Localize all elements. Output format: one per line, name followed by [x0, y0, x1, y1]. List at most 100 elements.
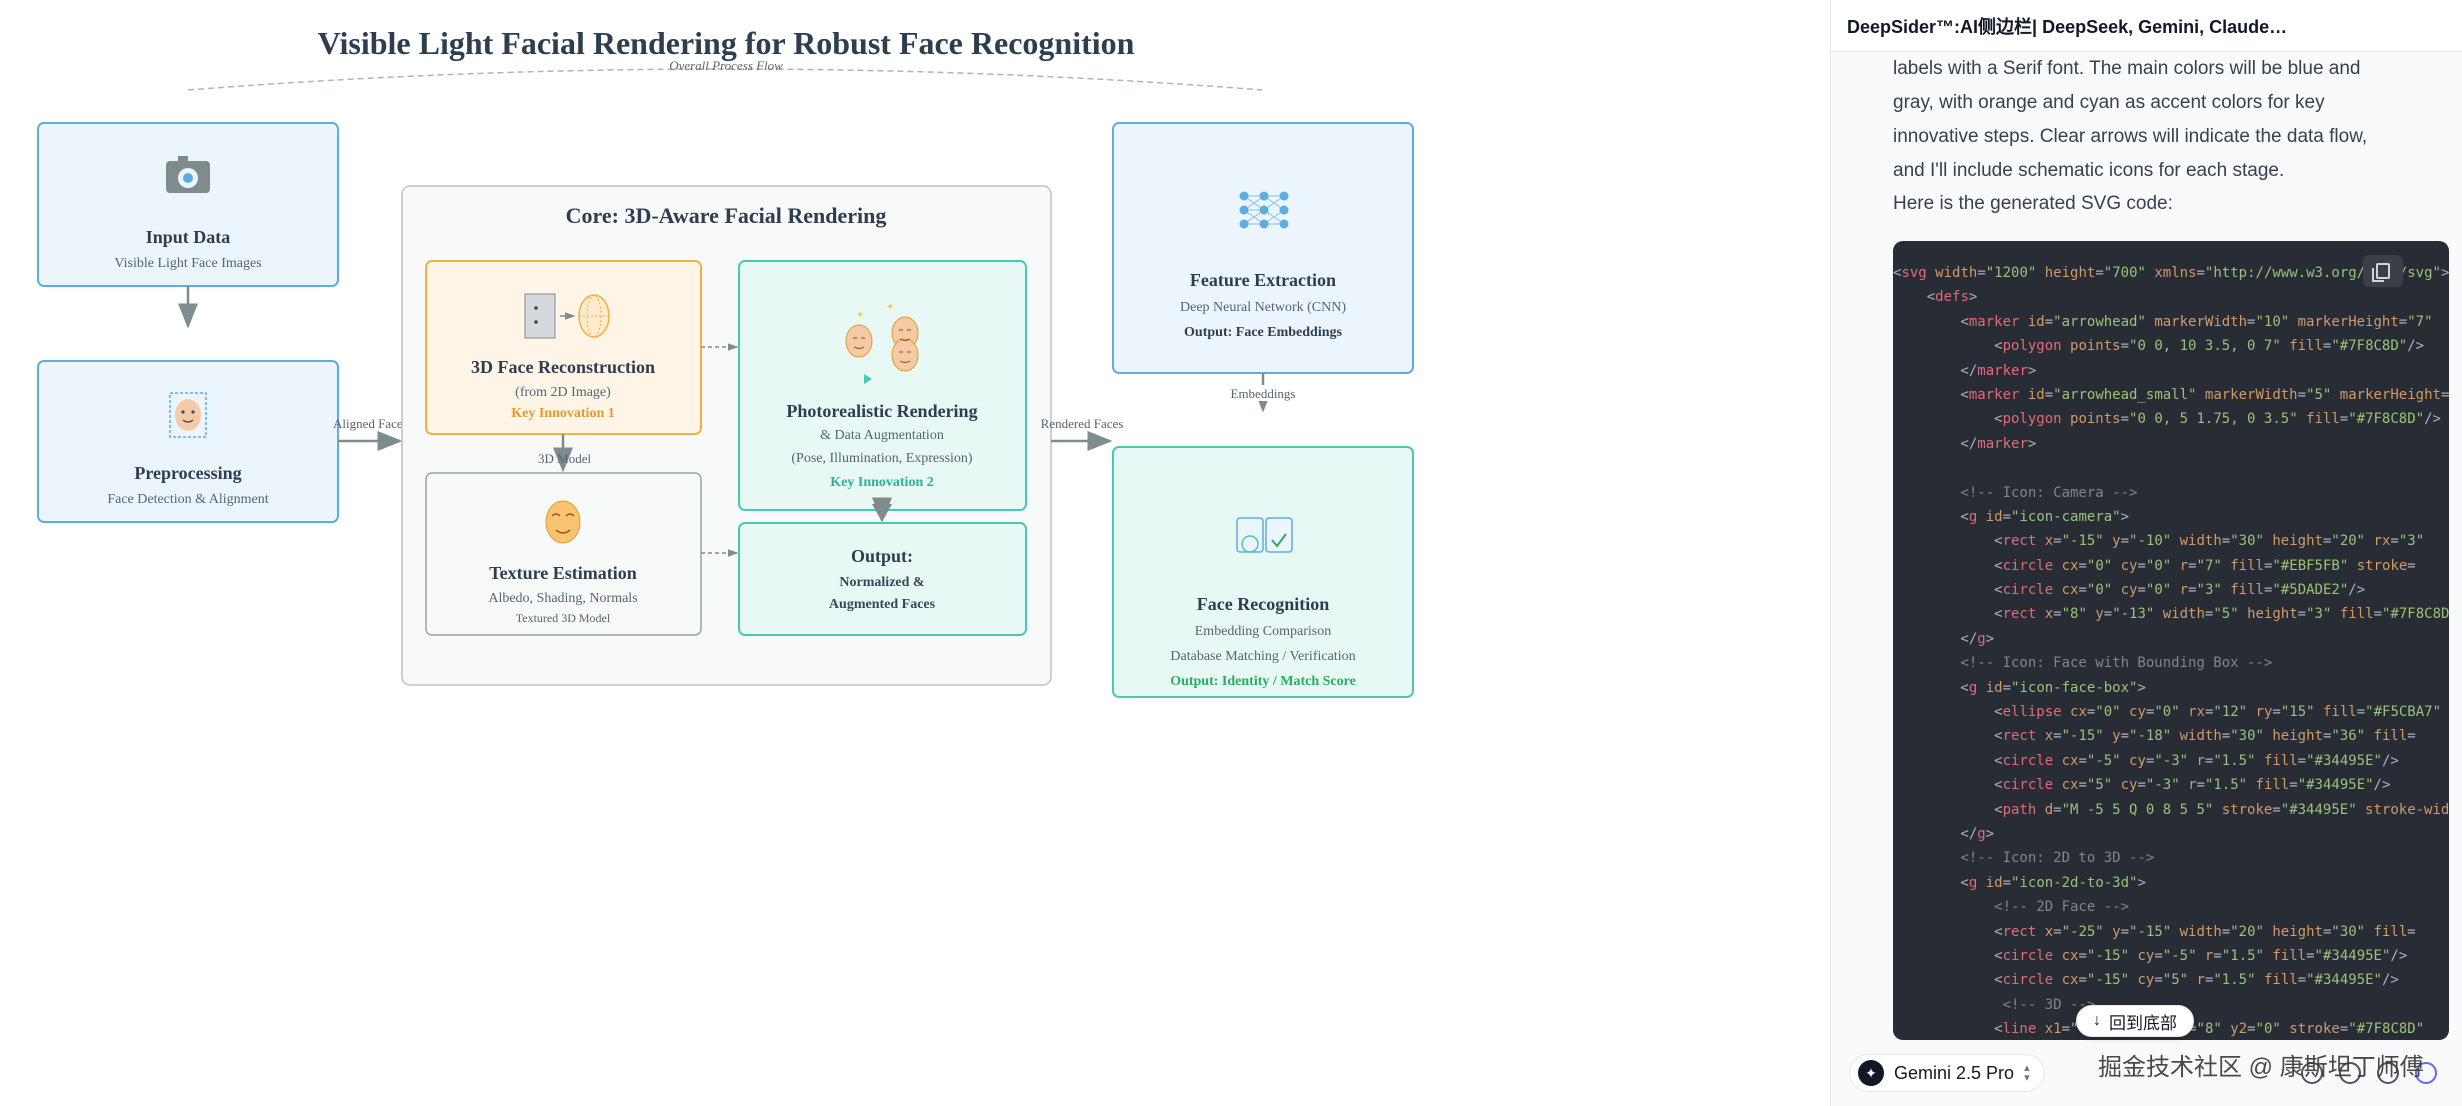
code-token: fill: [2365, 728, 2408, 745]
code-token: "-15": [2086, 947, 2130, 964]
code-token: />: [2373, 777, 2391, 794]
code-token: g: [1968, 874, 1978, 891]
code-line: <circle cx="-5" cy="-3" r="1.5" fill="#3…: [1893, 749, 2449, 773]
code-token: circle: [2002, 972, 2054, 989]
code-token: =: [2086, 704, 2096, 721]
code-token: cx: [2053, 777, 2079, 794]
history-icon[interactable]: [2377, 1062, 2399, 1084]
code-token: "7": [2196, 557, 2222, 574]
edit-icon[interactable]: [2339, 1062, 2361, 1084]
code-token: fill: [2221, 557, 2264, 574]
input-data-box: Input Data Visible Light Face Images: [37, 122, 339, 287]
code-token: "1.5": [2213, 752, 2256, 769]
code-token: ry: [2247, 704, 2273, 721]
code-token: svg: [1901, 265, 1927, 281]
code-token: marker: [1968, 313, 2020, 330]
code-token: fill: [2247, 777, 2290, 794]
code-token: =: [2297, 386, 2307, 403]
output-line1: Normalized &: [839, 575, 924, 590]
code-token: id: [1977, 508, 2003, 525]
code-token: "0": [2154, 704, 2180, 721]
code-token: =: [2272, 704, 2281, 721]
code-token: =: [2145, 752, 2155, 769]
code-token: r: [2188, 972, 2205, 989]
code-token: "icon-2d-to-3d": [2011, 874, 2138, 891]
code-token: />: [2407, 338, 2425, 355]
code-token: markerWidth: [2145, 313, 2248, 330]
code-token: />: [2390, 947, 2408, 964]
code-token: y: [2103, 533, 2121, 550]
code-token: <: [1893, 923, 2003, 940]
code-token: <!-- 3D -->: [1893, 996, 2096, 1013]
label-aligned-faces: Aligned Faces: [333, 416, 408, 431]
code-token: "#7F8C8D": [2348, 411, 2425, 428]
camera-icon: [166, 156, 210, 193]
code-token: line: [2002, 1021, 2037, 1038]
code-token: "5": [2086, 777, 2113, 794]
code-token: y2: [2221, 1021, 2248, 1038]
chat-scroll-area[interactable]: labels with a Serif font. The main color…: [1831, 52, 2462, 1040]
code-token: =: [2221, 923, 2231, 940]
code-token: circle: [2002, 557, 2054, 574]
label-bg-embeddings: [1225, 385, 1301, 401]
copy-code-button[interactable]: [2363, 255, 2403, 287]
scroll-to-bottom-button[interactable]: ↓ 回到底部: [2076, 1005, 2194, 1037]
code-token: id: [2019, 313, 2045, 330]
code-token: =: [2356, 704, 2366, 721]
code-token: "0": [2095, 704, 2121, 721]
code-token: "20": [2331, 533, 2366, 550]
face-match-icon: [1236, 517, 1293, 553]
code-token: "#34495E": [2280, 801, 2357, 818]
texture-desc: Albedo, Shading, Normals: [488, 591, 637, 606]
code-token: =: [2120, 728, 2130, 745]
code-token: <: [1893, 1021, 2003, 1038]
message-line: gray, with orange and cyan as accent col…: [1893, 92, 2325, 113]
code-line: [1893, 456, 2449, 480]
code-token: circle: [2002, 752, 2054, 769]
message-line: and I'll include schematic icons for eac…: [1893, 160, 2285, 181]
code-token: =: [2120, 533, 2130, 550]
code-token: cy: [2129, 972, 2155, 989]
code-block[interactable]: <svg width="1200" height="700" xmlns="ht…: [1893, 241, 2449, 1040]
code-token: "30": [2230, 533, 2264, 550]
output-box: Output: Normalized & Augmented Faces: [738, 522, 1027, 636]
code-line: <marker id="arrowhead" markerWidth="10" …: [1893, 310, 2449, 334]
code-token: d: [2036, 801, 2054, 818]
code-token: =: [2053, 728, 2062, 745]
code-token: circle: [2002, 777, 2054, 794]
code-token: fill: [2331, 606, 2374, 623]
code-token: =: [2078, 557, 2087, 574]
code-token: "-15": [2061, 533, 2104, 550]
code-token: y: [2103, 728, 2121, 745]
code-line: <rect x="-15" y="-10" width="30" height=…: [1893, 529, 2449, 553]
code-token: fill: [2221, 582, 2264, 599]
process-diagram: Visible Light Facial Rendering for Robus…: [37, 25, 1414, 698]
code-token: "0": [2145, 582, 2172, 599]
code-token: markerHeight: [2331, 386, 2441, 403]
code-token: =: [2120, 923, 2130, 940]
code-token: "8": [2196, 1021, 2222, 1038]
code-token: r: [2188, 752, 2205, 769]
arrow-down-icon: ↓: [2093, 1012, 2101, 1029]
settings-icon[interactable]: [2415, 1062, 2437, 1084]
gemini-logo-icon: ✦: [1858, 1060, 1884, 1086]
code-token: />: [2381, 752, 2399, 769]
code-token: <!-- Icon: 2D to 3D -->: [1893, 850, 2155, 867]
code-token: path: [2002, 801, 2037, 818]
code-token: xmlns: [2145, 265, 2197, 281]
neural-network-icon: [1239, 191, 1289, 229]
preprocessing-box: Preprocessing Face Detection & Alignment: [37, 360, 339, 523]
code-line: <polygon points="0 0, 10 3.5, 0 7" fill=…: [1893, 334, 2449, 358]
code-line: <g id="icon-2d-to-3d">: [1893, 871, 2449, 895]
code-line: <circle cx="-15" cy="-5" r="1.5" fill="#…: [1893, 944, 2449, 968]
model-selector[interactable]: ✦ Gemini 2.5 Pro ▴▾: [1849, 1054, 2045, 1092]
code-line: <polygon points="0 0, 5 1.75, 0 3.5" fil…: [1893, 407, 2449, 431]
code-token: =: [2306, 947, 2315, 964]
code-token: =: [1977, 265, 1986, 281]
code-token: <: [1893, 582, 2003, 599]
code-token: "30": [2331, 923, 2366, 940]
code-token: =: [2154, 947, 2163, 964]
code-token: cy: [2112, 557, 2138, 574]
code-token: marker: [1977, 362, 2028, 379]
brush-icon[interactable]: [2301, 1062, 2323, 1084]
